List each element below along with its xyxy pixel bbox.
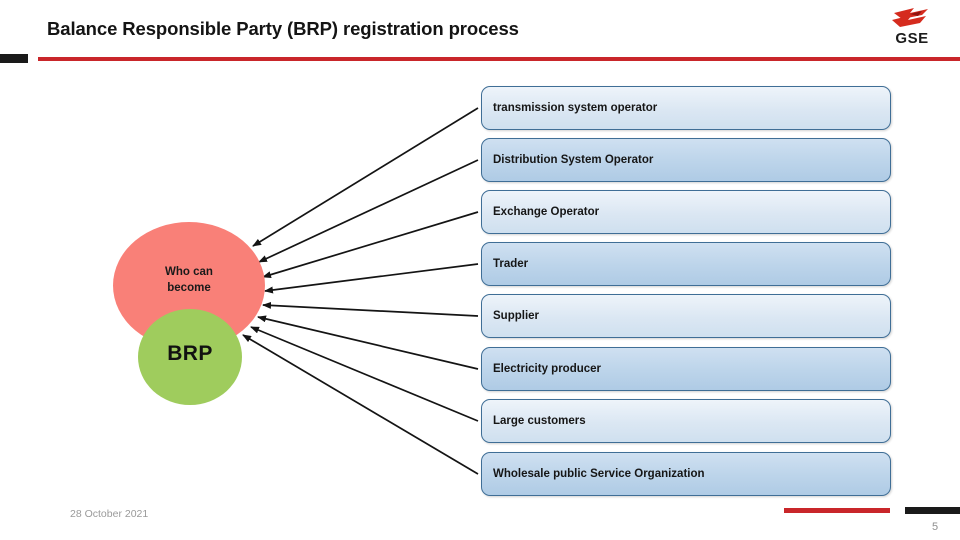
header-accent-bar-red — [38, 57, 960, 61]
question-circle-label: Who can become — [113, 264, 265, 296]
footer-date: 28 October 2021 — [70, 508, 149, 520]
footer-accent-bar-black — [905, 507, 960, 514]
question-circle-line1: Who can — [165, 266, 213, 278]
gse-logo-wordmark: GSE — [895, 30, 929, 47]
role-box-label: Trader — [493, 258, 529, 270]
role-box-electricity-producer[interactable]: Electricity producer — [481, 347, 891, 391]
role-box-label: Distribution System Operator — [493, 154, 654, 166]
gse-logo: GSE — [880, 6, 944, 52]
role-box-label: transmission system operator — [493, 102, 658, 114]
gse-logo-mark-icon — [888, 6, 936, 30]
role-box-trader[interactable]: Trader — [481, 242, 891, 286]
role-box-supplier[interactable]: Supplier — [481, 294, 891, 338]
role-box-label: Electricity producer — [493, 363, 602, 375]
role-box-label: Large customers — [493, 415, 586, 427]
brp-circle-label: BRP — [167, 342, 213, 365]
role-box-label: Wholesale public Service Organization — [493, 468, 705, 480]
page-number: 5 — [931, 521, 939, 533]
role-box-label: Supplier — [493, 310, 540, 322]
role-box-transmission-system-operator[interactable]: transmission system operator — [481, 86, 891, 130]
role-box-distribution-system-operator[interactable]: Distribution System Operator — [481, 138, 891, 182]
page-title: Balance Responsible Party (BRP) registra… — [47, 18, 519, 39]
question-circle-line2: become — [167, 282, 211, 294]
header-accent-bar-black — [0, 54, 28, 63]
role-box-large-customers[interactable]: Large customers — [481, 399, 891, 443]
role-box-exchange-operator[interactable]: Exchange Operator — [481, 190, 891, 234]
brp-circle: BRP — [138, 309, 242, 405]
role-box-label: Exchange Operator — [493, 206, 600, 218]
role-box-wholesale-public-service-organization[interactable]: Wholesale public Service Organization — [481, 452, 891, 496]
footer-accent-bar-red — [784, 508, 890, 513]
